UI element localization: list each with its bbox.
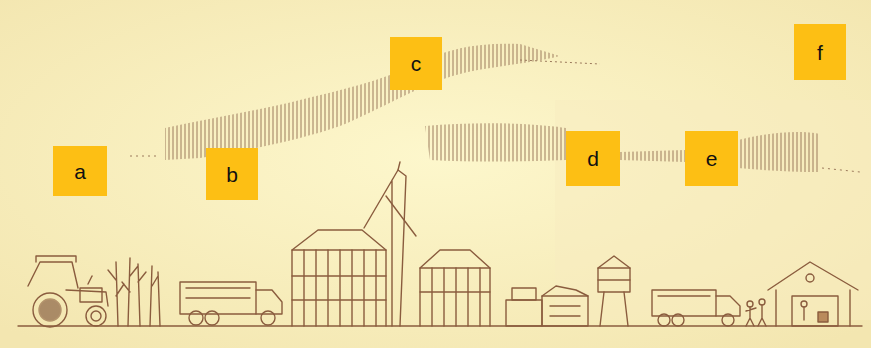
crop-plants bbox=[108, 258, 160, 326]
callout-letter: b bbox=[226, 164, 238, 185]
label-box: e bbox=[685, 131, 738, 186]
grain-silo bbox=[420, 250, 490, 326]
callout-letter: e bbox=[706, 148, 718, 169]
truck bbox=[652, 290, 740, 326]
label-box: b bbox=[206, 148, 258, 200]
paper-shade bbox=[555, 100, 871, 320]
callout-letter: a bbox=[74, 161, 86, 182]
callout-letter: d bbox=[587, 148, 599, 169]
cloud-tail bbox=[520, 60, 600, 64]
label-box: c bbox=[390, 37, 442, 90]
callout-letter: f bbox=[817, 42, 823, 63]
ground-line bbox=[18, 325, 862, 326]
hatched-cloud bbox=[620, 150, 685, 162]
callout-letter: c bbox=[411, 53, 422, 74]
label-box: a bbox=[53, 146, 107, 196]
truck bbox=[180, 282, 282, 325]
hatched-cloud bbox=[738, 132, 820, 172]
tractor bbox=[28, 256, 108, 327]
processing-plant bbox=[506, 286, 588, 326]
cloud-tail bbox=[822, 168, 860, 172]
cloud-tail bbox=[130, 156, 160, 157]
shop bbox=[768, 262, 858, 326]
label-box: f bbox=[794, 24, 846, 80]
hatched-cloud bbox=[425, 123, 566, 161]
label-box: d bbox=[566, 131, 620, 186]
storage-tower bbox=[598, 256, 630, 326]
grain-silo bbox=[292, 162, 416, 326]
people bbox=[746, 299, 766, 326]
